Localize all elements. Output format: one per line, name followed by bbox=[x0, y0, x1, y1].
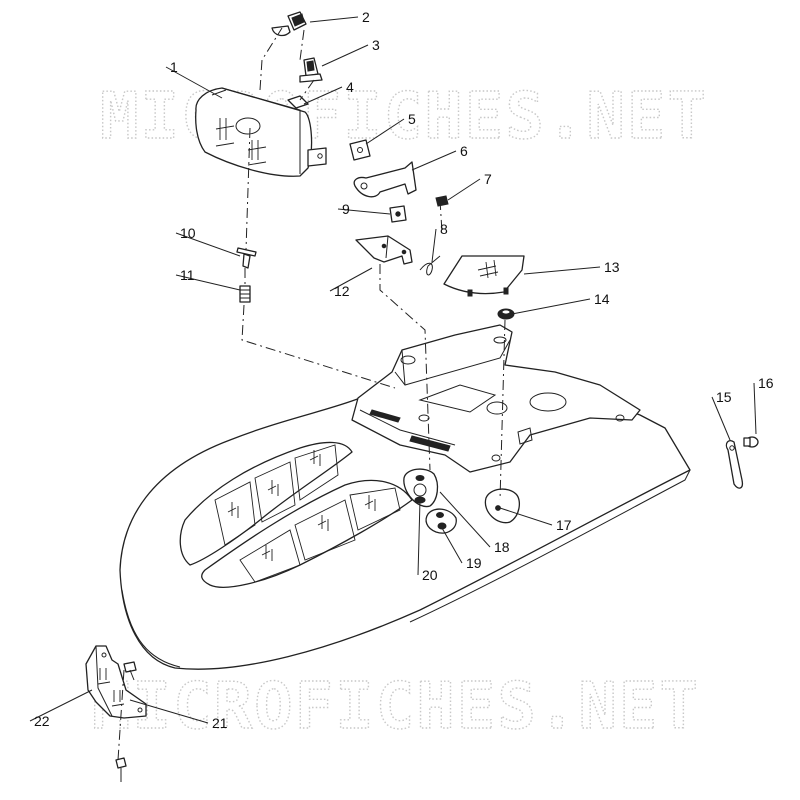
bulb-part-3 bbox=[299, 57, 323, 83]
leader-line-5 bbox=[365, 118, 405, 145]
leader-line-13 bbox=[523, 266, 601, 275]
deck-slot-2 bbox=[409, 435, 451, 452]
plate-part-18 bbox=[403, 468, 439, 508]
callout-number-20: 20 bbox=[422, 567, 438, 583]
leader-line-21 bbox=[129, 699, 209, 724]
screw-part-21 bbox=[115, 661, 137, 782]
leader-line-12 bbox=[329, 267, 373, 292]
deck-slot-1 bbox=[369, 409, 401, 423]
leader-line-20 bbox=[417, 499, 421, 576]
washer-part-19 bbox=[425, 508, 457, 534]
leader-line-1 bbox=[165, 66, 223, 99]
bracket-part-12 bbox=[355, 235, 413, 265]
latch-part-15 bbox=[725, 440, 744, 489]
callout-number-11: 11 bbox=[180, 267, 195, 283]
callout-number-4: 4 bbox=[346, 79, 354, 95]
callout-number-5: 5 bbox=[408, 111, 416, 127]
leader-line-4 bbox=[303, 86, 343, 105]
headlight-bulb-socket bbox=[235, 117, 261, 135]
callout-number-19: 19 bbox=[466, 555, 482, 571]
leader-line-7 bbox=[447, 178, 481, 201]
clip-part-4 bbox=[287, 95, 309, 109]
console-back-edge bbox=[394, 339, 511, 386]
hood-front-lip bbox=[121, 589, 181, 668]
leader-line-11 bbox=[175, 274, 241, 291]
pin-part-16 bbox=[743, 436, 759, 448]
callout-number-6: 6 bbox=[460, 143, 468, 159]
leader-line-19 bbox=[441, 527, 463, 564]
headlight-housing bbox=[195, 87, 327, 177]
callout-number-2: 2 bbox=[362, 9, 370, 25]
callout-number-1: 1 bbox=[170, 59, 178, 75]
gasket-part-5 bbox=[349, 139, 371, 161]
callout-number-8: 8 bbox=[440, 221, 448, 237]
callout-number-14: 14 bbox=[594, 291, 610, 307]
screw-part-7 bbox=[435, 195, 449, 207]
nut-part-9 bbox=[389, 205, 407, 223]
deck-opening-right bbox=[529, 392, 567, 412]
watermark-top: MICROFICHES.NET bbox=[100, 80, 708, 154]
callout-number-12: 12 bbox=[334, 283, 350, 299]
callout-number-15: 15 bbox=[716, 389, 732, 405]
callout-number-17: 17 bbox=[556, 517, 572, 533]
callout-number-13: 13 bbox=[604, 259, 620, 275]
leader-line-8 bbox=[431, 228, 437, 263]
callout-number-22: 22 bbox=[34, 713, 50, 729]
leader-line-15 bbox=[711, 396, 731, 441]
leader-line-10 bbox=[175, 232, 241, 257]
callout-number-9: 9 bbox=[342, 201, 350, 217]
bracket-part-6 bbox=[353, 161, 417, 198]
assembly-lines bbox=[117, 27, 506, 761]
deck-opening-center bbox=[486, 401, 508, 415]
leader-line-9 bbox=[337, 208, 391, 215]
plate-part-17 bbox=[484, 488, 521, 524]
leader-line-17 bbox=[499, 507, 553, 526]
headlight-mount-tab bbox=[307, 147, 327, 167]
callout-number-16: 16 bbox=[758, 375, 774, 391]
bolt-part-10 bbox=[236, 247, 257, 269]
grommet-part-14 bbox=[497, 308, 515, 320]
vent-panel-upper bbox=[179, 441, 353, 566]
leader-line-16 bbox=[753, 382, 757, 435]
leader-line-22 bbox=[29, 689, 93, 722]
callout-number-21: 21 bbox=[212, 715, 228, 731]
bulb-part-2 bbox=[271, 11, 307, 37]
spring-part-11 bbox=[239, 285, 251, 303]
callout-number-10: 10 bbox=[180, 225, 196, 241]
leader-line-6 bbox=[411, 150, 457, 171]
hood-side-edge bbox=[409, 469, 691, 623]
leader-line-2 bbox=[309, 16, 359, 23]
vent-panel-lower bbox=[201, 479, 413, 588]
callout-number-7: 7 bbox=[484, 171, 492, 187]
leader-line-3 bbox=[321, 44, 369, 67]
deck-recess bbox=[418, 384, 497, 413]
cover-part-13 bbox=[443, 255, 525, 297]
hood-assembly bbox=[119, 324, 691, 670]
callout-number-18: 18 bbox=[494, 539, 510, 555]
leader-line-14 bbox=[511, 298, 591, 315]
callout-number-3: 3 bbox=[372, 37, 380, 53]
spring-part-8 bbox=[419, 255, 441, 276]
watermark-bottom: MICROFICHES.NET bbox=[92, 670, 700, 744]
leader-line-18 bbox=[439, 491, 491, 548]
